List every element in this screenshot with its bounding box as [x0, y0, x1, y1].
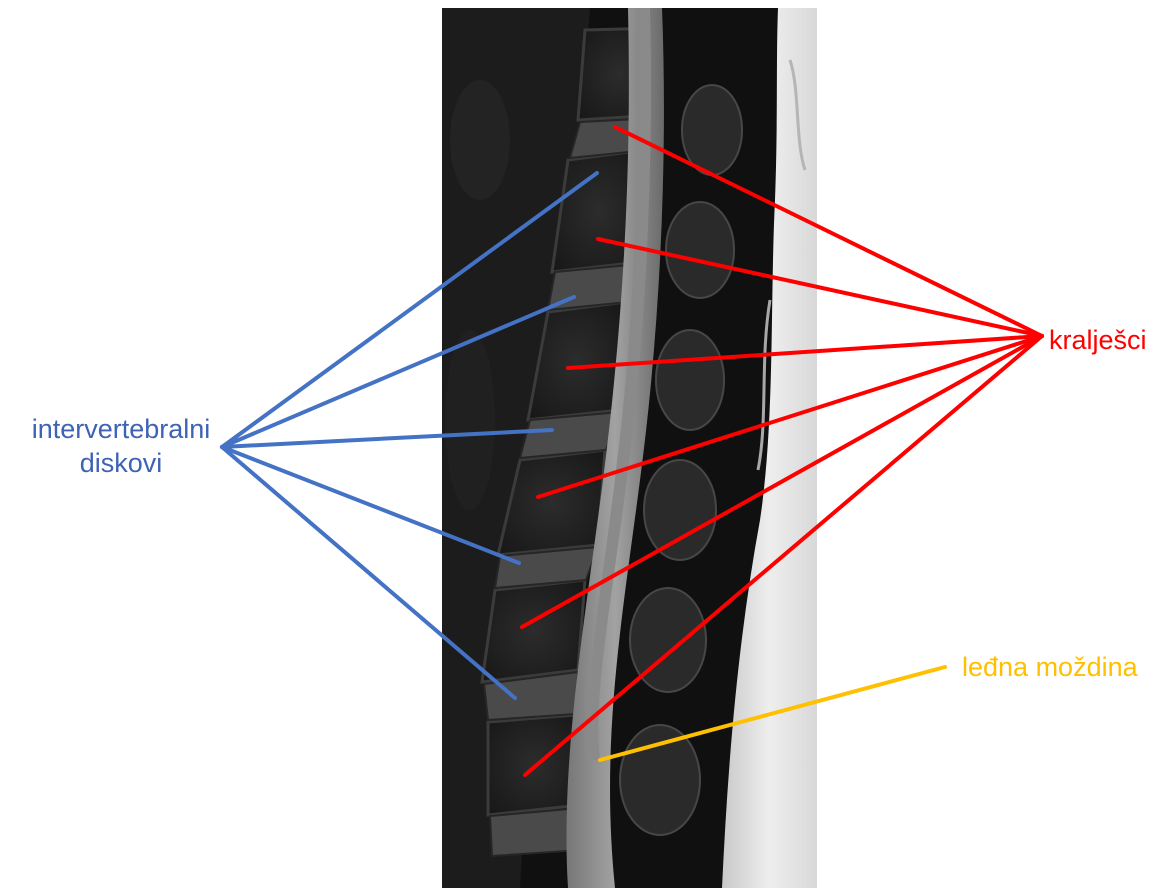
spinal-cord-label: leđna moždina [962, 650, 1138, 684]
vertebrae-label: kralješci [1049, 323, 1147, 357]
intervertebral-discs-label-line2: diskovi [8, 446, 234, 480]
mri-spine-image [442, 8, 817, 888]
intervertebral-discs-label-line1: intervertebralni [8, 412, 234, 446]
intervertebral-discs-label: intervertebralni diskovi [8, 412, 234, 480]
